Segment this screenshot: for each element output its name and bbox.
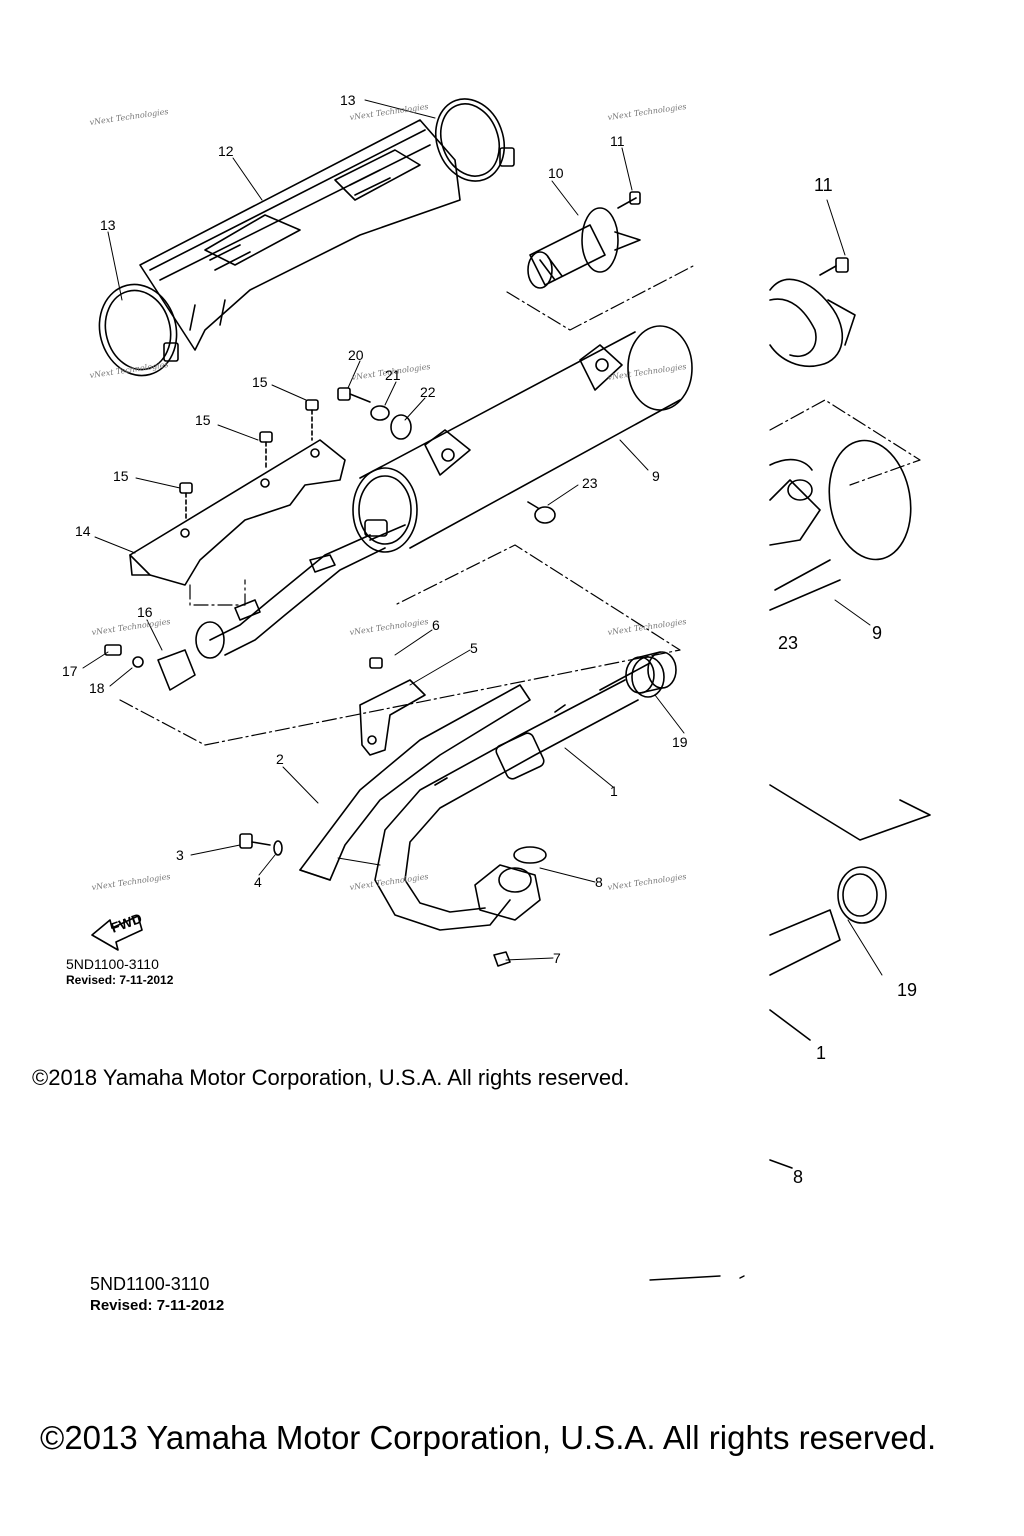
svg-text:vNext Technologies: vNext Technologies	[607, 362, 687, 382]
bolt-11-upper	[617, 191, 641, 209]
callout-11: 11	[610, 133, 625, 149]
callout-17: 17	[62, 663, 78, 679]
svg-text:vNext Technologies: vNext Technologies	[349, 872, 429, 892]
muffler-inlet-pipe	[195, 534, 386, 659]
callout-20: 20	[348, 347, 364, 363]
callout-13-lower: 13	[100, 217, 116, 233]
band-clamp-13-upper	[435, 98, 515, 182]
callout-16: 16	[137, 604, 153, 620]
exhaust-pipe-1	[374, 656, 665, 931]
svg-text:vNext Technologies: vNext Technologies	[91, 617, 171, 637]
callout-5: 5	[470, 640, 478, 656]
callout-right-23: 23	[778, 633, 798, 653]
callout-8: 8	[595, 874, 603, 890]
svg-text:vNext Technologies: vNext Technologies	[607, 102, 687, 122]
callout-3: 3	[176, 847, 184, 863]
bracket-5	[359, 657, 426, 756]
nut-7	[493, 951, 511, 967]
sleeve-19	[625, 651, 677, 694]
guide-lines	[119, 264, 921, 746]
part-code: 5ND1100-3110	[66, 956, 159, 972]
pipe-flange	[474, 846, 547, 921]
cover-2	[299, 684, 531, 881]
callout-6: 6	[432, 617, 440, 633]
callout-15-c: 15	[113, 468, 129, 484]
muffler-9	[352, 325, 693, 553]
svg-text:vNext Technologies: vNext Technologies	[89, 107, 169, 127]
svg-text:vNext Technologies: vNext Technologies	[349, 102, 429, 122]
part-code-lower: 5ND1100-3110	[90, 1274, 210, 1294]
callout-right-8: 8	[793, 1167, 803, 1187]
damper-hardware	[337, 387, 556, 524]
callout-4: 4	[254, 874, 262, 890]
svg-text:vNext Technologies: vNext Technologies	[349, 617, 429, 637]
callout-15-b: 15	[195, 412, 211, 428]
callout-right-9: 9	[872, 623, 882, 643]
revised-date-lower: Revised: 7-11-2012	[90, 1297, 225, 1314]
callout-7: 7	[553, 950, 561, 966]
callout-2: 2	[276, 751, 284, 767]
right-detail-view	[649, 199, 931, 1281]
protector-14	[129, 439, 346, 586]
spark-arrester-10	[527, 207, 641, 289]
revised-date: Revised: 7-11-2012	[66, 973, 174, 987]
bolt-3	[239, 833, 283, 856]
copyright-2018: ©2018 Yamaha Motor Corporation, U.S.A. A…	[32, 1065, 630, 1090]
svg-text:vNext Technologies: vNext Technologies	[91, 872, 171, 892]
leader-lines	[82, 99, 685, 961]
callout-14: 14	[75, 523, 91, 539]
band-clamp-13-lower	[98, 283, 179, 377]
callout-numbers: 13 12 13 10 11 20 21 22 15 15 15 14 9 23…	[62, 92, 917, 1187]
callout-right-11: 11	[814, 175, 833, 195]
svg-text:vNext Technologies: vNext Technologies	[607, 872, 687, 892]
heat-shield-12	[139, 119, 461, 351]
callout-15-a: 15	[252, 374, 268, 390]
callout-22: 22	[420, 384, 436, 400]
callout-23: 23	[582, 475, 598, 491]
fwd-arrow-icon	[91, 915, 143, 951]
clamp-16	[104, 644, 196, 691]
callout-18: 18	[89, 680, 105, 696]
bolts-15	[179, 399, 319, 521]
callout-13-upper: 13	[340, 92, 356, 108]
svg-text:vNext Technologies: vNext Technologies	[607, 617, 687, 637]
callout-12: 12	[218, 143, 234, 159]
callout-10: 10	[548, 165, 564, 181]
callout-right-1: 1	[816, 1043, 826, 1063]
watermarks: vNext Technologies vNext Technologies vN…	[89, 102, 687, 892]
callout-19: 19	[672, 734, 688, 750]
callout-right-19: 19	[897, 980, 917, 1000]
svg-text:vNext Technologies: vNext Technologies	[89, 360, 169, 380]
callout-1: 1	[610, 783, 618, 799]
callout-21: 21	[385, 367, 401, 383]
copyright-2013: ©2013 Yamaha Motor Corporation, U.S.A. A…	[40, 1419, 937, 1456]
callout-9: 9	[652, 468, 660, 484]
